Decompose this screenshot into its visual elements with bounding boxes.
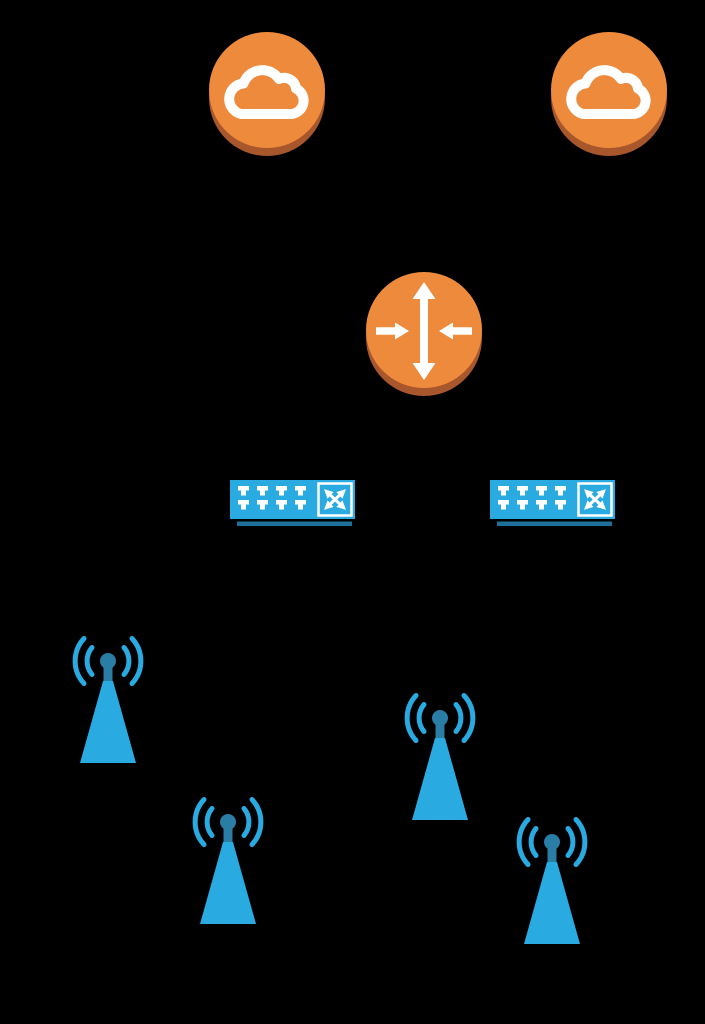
router-icon (366, 272, 482, 396)
internet-cloud-1 (205, 28, 329, 160)
switch-2 (490, 480, 615, 526)
switch-1 (230, 480, 355, 526)
cloud-icon (547, 28, 671, 160)
switch-icon (230, 480, 355, 526)
switch-icon (490, 480, 615, 526)
antenna-icon (50, 637, 166, 763)
cloud-icon (205, 28, 329, 160)
access-point-3 (382, 694, 498, 820)
access-point-1 (50, 637, 166, 763)
antenna-icon (382, 694, 498, 820)
internet-cloud-2 (547, 28, 671, 160)
antenna-icon (170, 798, 286, 924)
access-point-2 (170, 798, 286, 924)
antenna-icon (494, 818, 610, 944)
router (362, 268, 486, 400)
access-point-4 (494, 818, 610, 944)
